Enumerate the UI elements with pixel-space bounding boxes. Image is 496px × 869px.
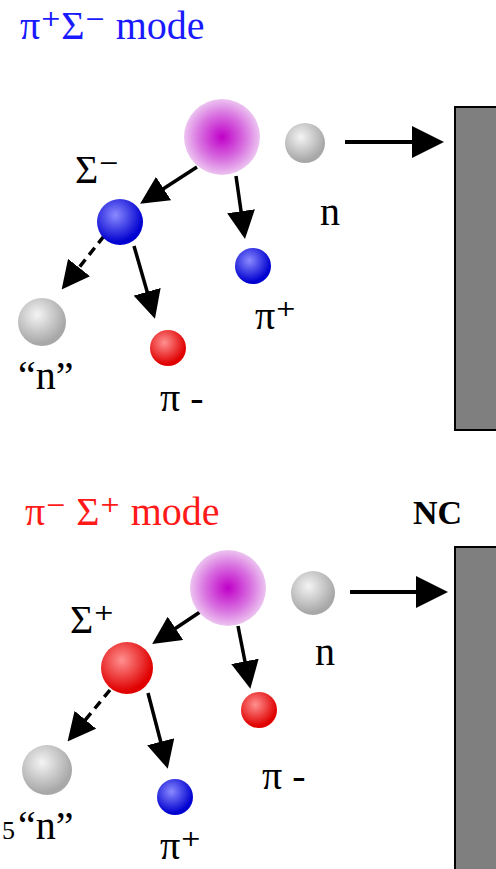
particle-label: “n” — [18, 356, 74, 396]
particle-label: π⁺ — [255, 296, 296, 336]
particle-balls — [18, 99, 335, 815]
neutron-counter — [455, 547, 496, 869]
particle-label: n — [320, 192, 340, 232]
detector-label: NC — [413, 496, 462, 530]
track-arrows — [66, 142, 440, 762]
panel-title: π⁻ Σ⁺ mode — [25, 492, 220, 532]
particle-label: π - — [262, 756, 306, 796]
particle-label: Σ⁻ — [75, 150, 119, 190]
neutron-counter — [455, 107, 496, 430]
particle-label: Σ⁺ — [70, 600, 114, 640]
page-number: 5 — [2, 818, 15, 844]
panel-title: π⁺Σ⁻ mode — [20, 6, 205, 46]
particle-label: π⁺ — [160, 826, 201, 866]
particle-label: n — [315, 632, 335, 672]
particle-label: π - — [160, 378, 204, 418]
particle-label: “n” — [18, 806, 74, 846]
